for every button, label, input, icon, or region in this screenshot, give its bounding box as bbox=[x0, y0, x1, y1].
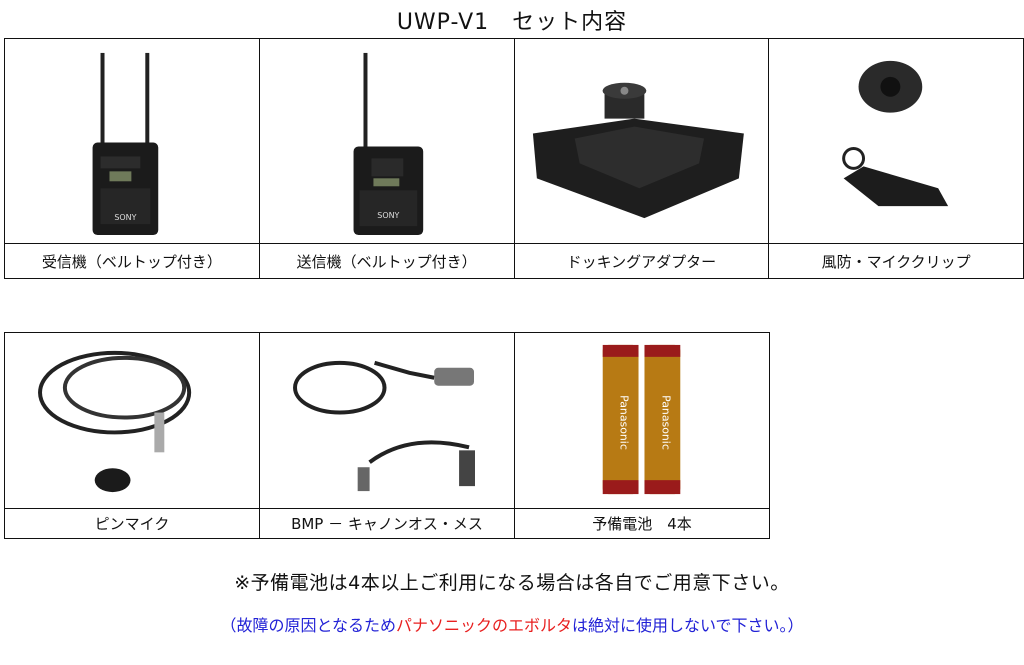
transmitter-icon: SONY bbox=[353, 52, 423, 236]
transmitter-image-cell: SONY bbox=[258, 38, 515, 244]
page-title: UWP-V1 セット内容 bbox=[396, 10, 628, 35]
receiver-image-cell: SONY bbox=[4, 38, 260, 244]
docking-adapter-image-cell bbox=[513, 38, 770, 244]
receiver-label: 受信機（ベルトップ付き） bbox=[4, 243, 260, 279]
xlr-cable-image-cell bbox=[259, 332, 515, 509]
warning-note-highlight: パナソニックのエボルタ bbox=[395, 616, 572, 635]
receiver-icon: SONY bbox=[92, 52, 159, 236]
lavalier-mic-image-cell bbox=[4, 332, 260, 509]
battery-note: ※予備電池は4本以上ご利用になる場合は各自でご用意下さい。 bbox=[234, 572, 790, 594]
warning-note-prefix: （故障の原因となるため bbox=[220, 616, 396, 635]
battery-brand-right: Panasonic bbox=[659, 395, 672, 450]
warning-note-suffix: は絶対に使用しないで下さい。） bbox=[572, 616, 804, 635]
xlr-cable-icon bbox=[293, 360, 475, 492]
warning-note: （故障の原因となるためパナソニックのエボルタは絶対に使用しないで下さい。） bbox=[0, 612, 1024, 636]
receiver-brand: SONY bbox=[114, 213, 136, 222]
battery-image-cell: Panasonic Panasonic bbox=[514, 332, 770, 509]
transmitter-brand: SONY bbox=[377, 211, 399, 220]
battery-brand-left: Panasonic bbox=[618, 395, 631, 450]
set-contents-table-row2: Panasonic Panasonic ピンマイク BMP － キャノンオス・メ… bbox=[4, 332, 770, 539]
lavalier-mic-icon bbox=[38, 350, 192, 493]
windscreen-clip-icon bbox=[842, 60, 949, 207]
battery-icon: Panasonic Panasonic bbox=[602, 344, 681, 495]
windscreen-clip-label: 風防・マイククリップ bbox=[768, 243, 1024, 279]
battery-label: 予備電池 4本 bbox=[514, 508, 770, 539]
xlr-cable-label: BMP － キャノンオス・メス bbox=[259, 508, 515, 539]
windscreen-clip-image-cell bbox=[768, 38, 1024, 244]
docking-adapter-icon bbox=[532, 82, 744, 219]
set-contents-table-row1: SONY SONY bbox=[4, 38, 1024, 279]
docking-adapter-label: ドッキングアダプター bbox=[513, 243, 770, 279]
transmitter-label: 送信機（ベルトップ付き） bbox=[258, 243, 515, 279]
lavalier-mic-label: ピンマイク bbox=[4, 508, 260, 539]
